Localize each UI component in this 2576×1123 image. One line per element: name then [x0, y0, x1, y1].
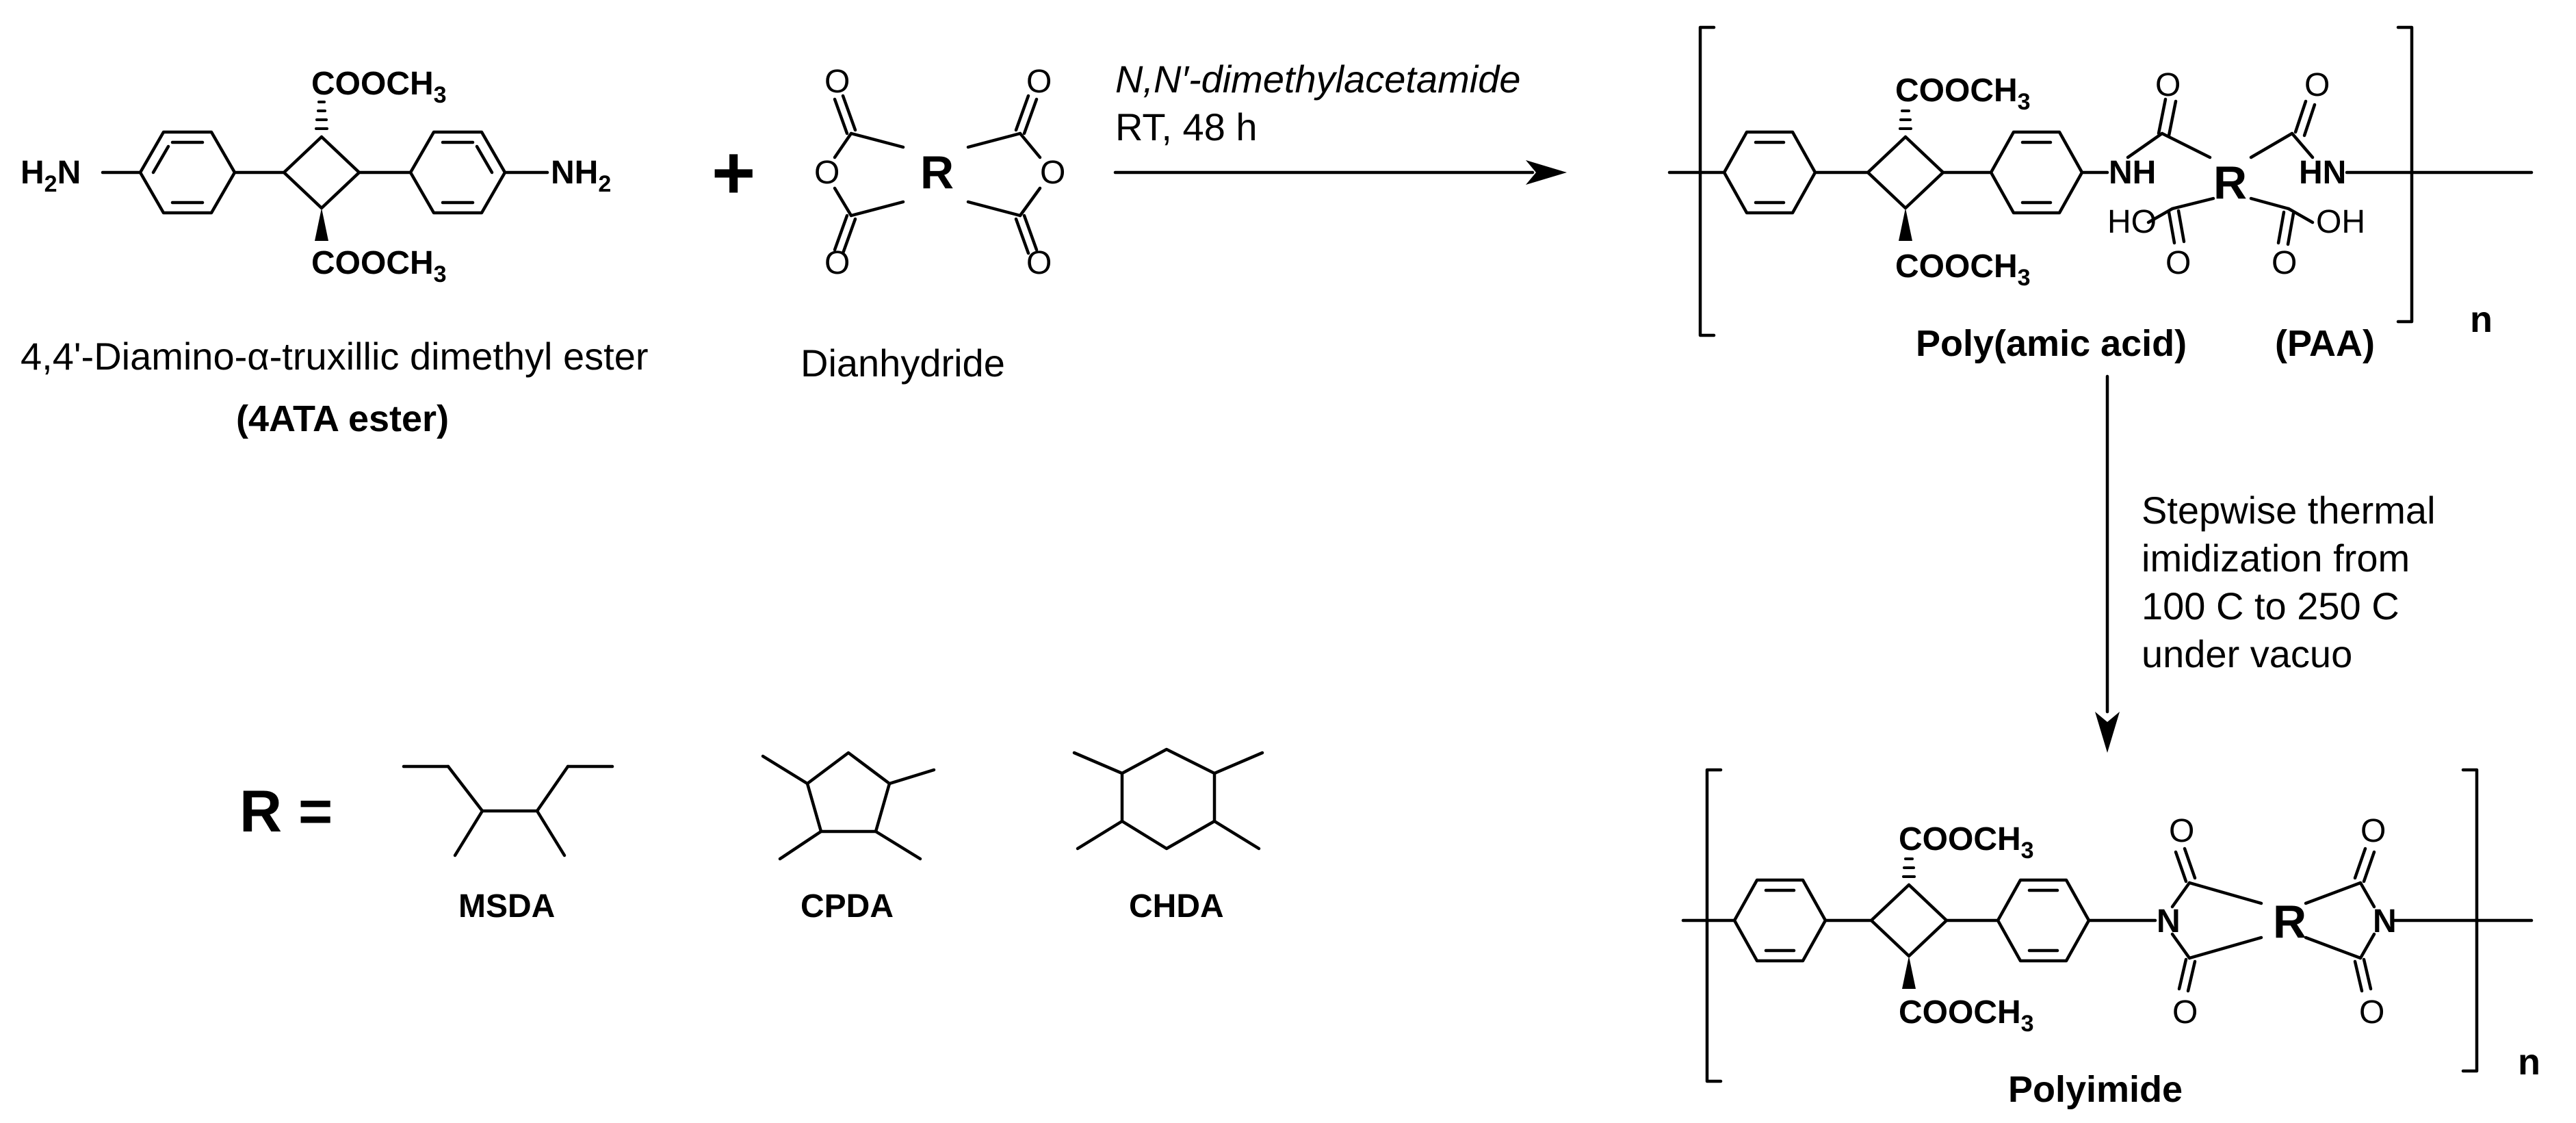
ester-top-label: COOCH	[311, 66, 434, 102]
imidization-line-3: 100 C to 250 C	[2142, 584, 2399, 628]
svg-text:O: O	[814, 155, 840, 191]
svg-text:N: N	[2373, 903, 2397, 940]
polyimide-repeat-n: n	[2518, 1042, 2540, 1083]
svg-text:COOCH3: COOCH3	[1895, 73, 2031, 115]
svg-text:O: O	[2272, 245, 2297, 281]
svg-text:O: O	[2172, 994, 2198, 1031]
solvent-label: N,N′-dimethylacetamide	[1115, 57, 1520, 101]
reaction-arrow-1	[1113, 160, 1567, 185]
plus-sign: +	[712, 131, 755, 215]
amine-h-label: H	[21, 155, 44, 191]
svg-text:R: R	[2213, 157, 2247, 209]
paa-repeat-n: n	[2470, 299, 2493, 340]
reaction-arrow-2	[2095, 374, 2120, 753]
svg-text:O: O	[2360, 813, 2386, 849]
diamine-name: 4,4'-Diamino-α-truxillic dimethyl ester	[21, 335, 649, 378]
r-group-label: R	[920, 146, 954, 198]
conditions-label: RT, 48 h	[1115, 105, 1258, 149]
svg-text:NH: NH	[2109, 155, 2156, 191]
diamine-abbreviation: (4ATA ester)	[236, 398, 449, 439]
ester-bottom-label: COOCH	[311, 245, 434, 281]
svg-text:R: R	[2273, 896, 2306, 948]
r-group-chda: CHDA	[1129, 888, 1224, 925]
msda-structure	[402, 764, 614, 857]
svg-text:OH: OH	[2316, 204, 2365, 240]
chda-structure	[1072, 747, 1264, 851]
dianhydride-name: Dianhydride	[801, 341, 1005, 385]
svg-text:H2N: H2N	[21, 155, 81, 197]
paa-name: Poly(amic acid)	[1916, 323, 2187, 364]
diamine-monomer-structure: H2N COOCH3 COOCH3 NH2	[21, 66, 611, 287]
paa-structure: COOCH3 COOCH3 NH R HN O HO O O O	[1667, 25, 2534, 337]
r-group-msda: MSDA	[458, 888, 555, 925]
cpda-structure	[761, 751, 936, 861]
svg-text:COOCH3: COOCH3	[1899, 821, 2034, 864]
amine-right-label: NH	[551, 155, 598, 191]
svg-text:O: O	[2165, 245, 2191, 281]
svg-text:COOCH3: COOCH3	[1899, 994, 2034, 1037]
dianhydride-structure: O O O O O O R	[814, 64, 1065, 281]
svg-text:COOCH3: COOCH3	[311, 66, 447, 108]
svg-text:O: O	[2304, 67, 2330, 103]
imidization-line-2: imidization from	[2142, 537, 2410, 580]
svg-text:NH2: NH2	[551, 155, 611, 197]
svg-text:O: O	[2359, 994, 2384, 1031]
polyimide-structure: COOCH3 COOCH3 N O O R O O N	[1681, 768, 2534, 1083]
svg-text:O: O	[824, 64, 850, 100]
svg-text:HN: HN	[2299, 155, 2346, 191]
svg-text:O: O	[1040, 155, 1065, 191]
svg-text:O: O	[1026, 245, 1052, 281]
svg-text:O: O	[2169, 813, 2194, 849]
polyimide-name: Polyimide	[2008, 1069, 2183, 1110]
svg-text:COOCH3: COOCH3	[1895, 248, 2031, 291]
svg-text:COOCH3: COOCH3	[311, 245, 447, 287]
svg-text:O: O	[824, 245, 850, 281]
svg-text:O: O	[1026, 64, 1052, 100]
imidization-line-1: Stepwise thermal	[2142, 489, 2436, 532]
svg-text:N: N	[2157, 903, 2181, 940]
imidization-line-4: under vacuo	[2142, 632, 2352, 675]
r-group-prefix: R =	[239, 779, 333, 844]
r-group-cpda: CPDA	[801, 888, 894, 925]
svg-text:O: O	[2155, 67, 2181, 103]
paa-abbreviation: (PAA)	[2275, 323, 2375, 364]
